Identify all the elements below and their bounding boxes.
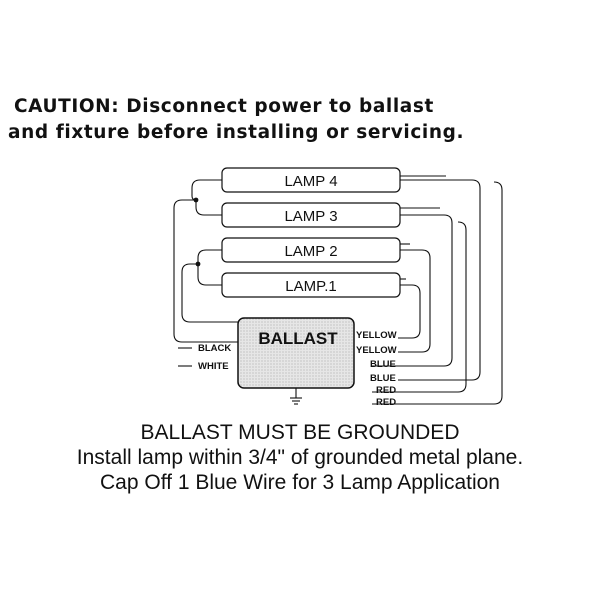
lamp-2-label: LAMP 2 [284,243,337,260]
ballast: BALLAST [237,317,355,405]
wire-lamp4-left [191,179,222,201]
caution-line-1: CAUTION: Disconnect power to ballast [14,96,434,117]
black-wire-label: BLACK [198,343,231,354]
splice-nodes [193,197,201,267]
wire-red-right [400,250,418,270]
lamp-4-label: LAMP 4 [284,173,337,190]
wire-bundle-b [181,263,238,323]
output-wire-label-3: BLUE [370,359,396,370]
output-wire-label-6: RED [376,397,396,408]
lamp-2: LAMP 2 [221,237,401,263]
wires [173,175,503,405]
lamp-3-label: LAMP 3 [284,208,337,225]
ground-symbol [290,388,302,405]
lamp-1-label: LAMP.1 [285,278,336,295]
wire-bundle-a [173,199,238,343]
install-note: Install lamp within 3/4" of grounded met… [76,446,524,469]
ballast-label: BALLAST [258,329,338,348]
caution-line-2: and fixture before installing or servici… [8,122,465,143]
output-wire-label-1: YELLOW [356,330,397,341]
wire-red-a [372,221,467,393]
input-wire-labels: BLACK WHITE [198,343,231,372]
three-lamp-note: Cap Off 1 Blue Wire for 3 Lamp Applicati… [100,471,500,494]
wire-lamp2-left [197,249,222,264]
wire-lamp1-left [197,264,222,286]
wire-lamp4-right [398,179,481,381]
lamp-4: LAMP 4 [221,167,401,193]
installation-notes: BALLAST MUST BE GROUNDED Install lamp wi… [0,420,600,495]
lamp-1: LAMP.1 [221,272,401,298]
lamp-3: LAMP 3 [221,202,401,228]
white-wire-label: WHITE [198,361,229,372]
caution-text: CAUTION: Disconnect power to ballast and… [8,94,588,146]
ground-warning: BALLAST MUST BE GROUNDED [140,421,460,444]
splice-node-lower [195,261,201,267]
output-wire-label-5: RED [376,385,396,396]
output-wire-label-4: BLUE [370,373,396,384]
wire-red-b [372,181,503,405]
output-wire-labels: YELLOW YELLOW BLUE BLUE RED RED [356,330,397,408]
wire-lamp2-right [398,249,431,353]
wire-lamp3-right [372,214,453,367]
wire-lamp1-right [398,284,421,339]
output-wire-label-2: YELLOW [356,345,397,356]
lamps: LAMP 4 LAMP 3 LAMP 2 LAMP.1 [221,167,401,298]
splice-node-upper [193,197,199,203]
wire-lamp3-left [195,200,222,216]
